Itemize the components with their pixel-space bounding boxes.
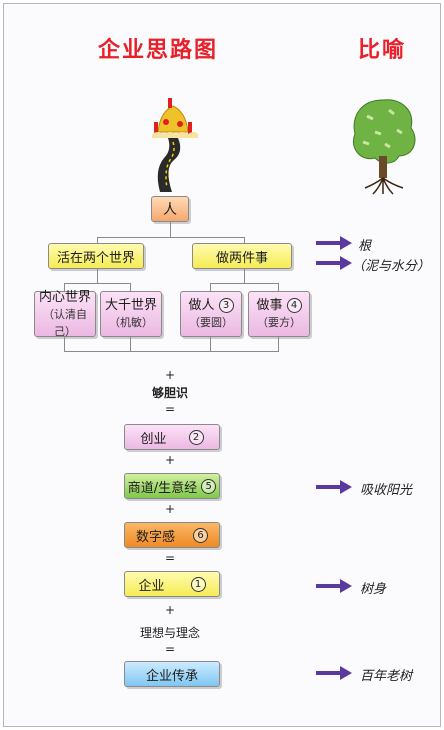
annotation-sunlight: 吸收阳光 (360, 483, 413, 498)
be-person-sub: （要圆） (189, 316, 233, 329)
plus-sign: + (164, 603, 176, 617)
road-castle-illustration (152, 98, 198, 192)
connector (170, 222, 171, 238)
right-arrow-icon (316, 480, 352, 494)
outer-world-title: 大千世界 (104, 298, 157, 313)
ideal-label: 理想与理念 (139, 626, 200, 640)
connector (130, 337, 131, 351)
inner-world-box: 内心世界 （认清自己） (34, 289, 96, 338)
annotation-soil: （泥与水分） (352, 259, 431, 274)
branch-live-two-worlds: 活在两个世界 (48, 243, 144, 269)
connector (210, 337, 211, 351)
inner-world-sub: （认清自己） (43, 307, 87, 338)
connector (278, 337, 279, 351)
step-number-badge: 1 (190, 576, 206, 592)
annotation-root: 根 (358, 239, 372, 254)
step-number-badge: 2 (188, 429, 204, 445)
enterprise-box: 企业 1 (124, 571, 220, 597)
person-box: 人 (151, 196, 189, 222)
step-number-badge: 4 (286, 298, 302, 313)
outer-world-sub: （机敏） (109, 316, 153, 329)
title-right: 比喻 (358, 38, 407, 63)
startup-label: 创业 (140, 431, 167, 447)
connector (97, 269, 98, 283)
tree-illustration (353, 99, 416, 195)
do-things-title: 做事 (256, 298, 283, 313)
right-arrow-icon (316, 579, 352, 593)
connector (244, 237, 245, 244)
startup-box: 创业 2 (124, 424, 220, 450)
right-arrow-icon (316, 236, 352, 250)
annotation-trunk: 树身 (360, 582, 387, 597)
right-arrow-icon (316, 256, 352, 270)
branch-do-two-things: 做两件事 (192, 243, 292, 269)
number-sense-box: 数字感 6 (124, 522, 220, 548)
plus-sign: + (164, 453, 176, 467)
connector (64, 283, 131, 284)
guts-label: 够胆识 (151, 386, 188, 400)
plus-sign: + (164, 502, 176, 516)
plus-sign: + (164, 368, 176, 382)
connector (278, 283, 279, 291)
connector (64, 337, 65, 351)
number-sense-label: 数字感 (135, 529, 175, 545)
do-things-sub: （要方） (257, 316, 301, 329)
be-person-title: 做人 (188, 298, 215, 313)
business-way-label: 商道/生意经 (127, 480, 198, 496)
connector (64, 351, 279, 352)
connector (244, 269, 245, 283)
connector (210, 283, 279, 284)
step-number-badge: 6 (193, 527, 208, 543)
enterprise-label: 企业 (138, 578, 165, 594)
equals-sign: = (164, 642, 176, 656)
outer-world-box: 大千世界 （机敏） (100, 291, 162, 337)
inner-world-title: 内心世界 (38, 289, 91, 305)
equals-sign: = (164, 402, 176, 416)
connector (130, 283, 131, 291)
connector (210, 283, 211, 291)
annotation-old-tree: 百年老树 (360, 669, 413, 684)
right-arrow-icon (316, 666, 352, 680)
connector (97, 237, 98, 244)
connector (64, 283, 65, 291)
step-number-badge: 5 (201, 478, 217, 494)
title-left: 企业思路图 (98, 38, 219, 63)
connector (97, 237, 245, 238)
legacy-box: 企业传承 (124, 661, 220, 687)
step-number-badge: 3 (218, 298, 234, 313)
equals-sign: = (164, 551, 176, 565)
